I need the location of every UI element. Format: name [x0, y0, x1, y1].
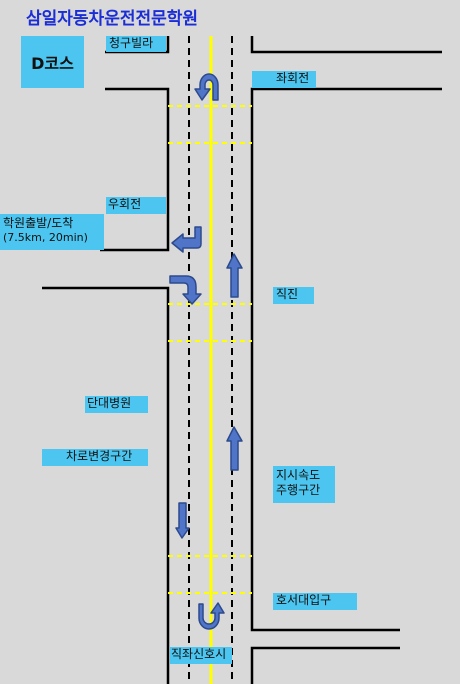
edge-left-lower	[42, 286, 170, 684]
straight-arrow-lower	[226, 426, 243, 471]
label-right-turn-before: 우회전	[106, 197, 166, 214]
edge-left-upper	[100, 87, 170, 252]
label-lane-change: 차로변경구간	[42, 449, 148, 466]
label-speed-line2: 주행구간	[276, 483, 321, 497]
edge-right-main	[250, 87, 442, 632]
label-speed-zone: 지시속도 주행구간	[273, 466, 335, 503]
course-badge: D코스	[21, 36, 84, 88]
label-hoseo-entrance: 호서대입구	[273, 593, 357, 610]
straight-arrow-upper	[226, 253, 243, 298]
edge-top-right	[250, 36, 442, 54]
label-academy-line2: (7.5km, 20min)	[3, 231, 88, 244]
label-straight: 직진	[273, 287, 314, 304]
lane-change-arrow	[175, 502, 190, 539]
label-academy-start-end: 학원출발/도착 (7.5km, 20min)	[0, 214, 104, 250]
label-academy-line1: 학원출발/도착	[3, 216, 74, 230]
u-turn-arrow-bottom	[198, 602, 225, 630]
label-left-turn-signal: 직좌신호시	[170, 647, 232, 664]
turn-in-arrow	[169, 275, 202, 305]
edge-top-left	[105, 36, 170, 54]
u-turn-arrow-top	[194, 73, 219, 101]
right-turn-arrow	[171, 226, 202, 253]
label-left-turn-before: 좌회전	[252, 71, 316, 88]
cross-lines	[168, 105, 252, 594]
label-cheonggu-villa: 청구빌라	[106, 36, 166, 52]
road-edges	[42, 36, 442, 684]
label-dandae-hospital: 단대병원	[85, 396, 148, 413]
edge-bottom-right	[250, 646, 400, 684]
label-speed-line1: 지시속도	[276, 468, 321, 482]
academy-title: 삼일자동차운전전문학원	[26, 9, 199, 29]
